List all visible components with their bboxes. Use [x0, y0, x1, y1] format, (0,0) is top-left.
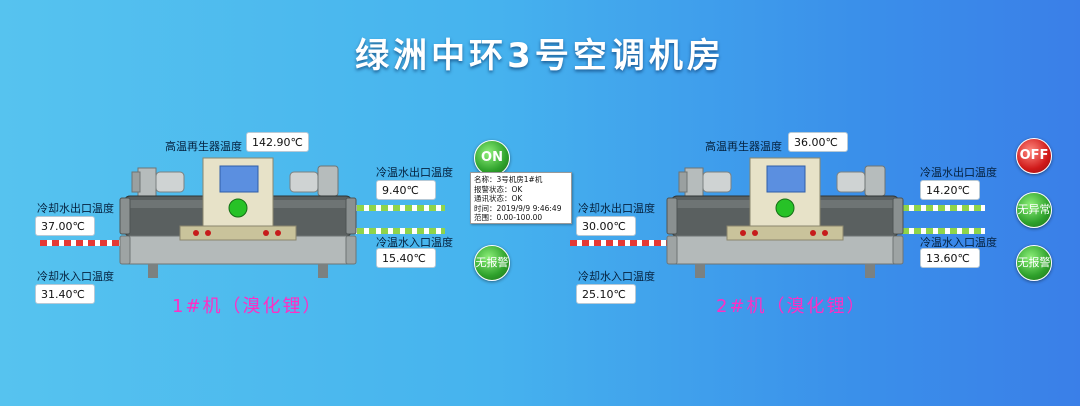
alarm-ok-indicator-icon[interactable]: 无报警	[1016, 245, 1052, 281]
chilled-water-in-pipe	[345, 228, 445, 234]
chiller-unit-2-panel: 高温再生器温度 36.00℃ 冷温水出口温度 14.20℃ 冷温水入口温度 13…	[540, 0, 1060, 406]
tooltip-comm-line: 通讯状态：OK	[474, 194, 523, 203]
generator-temp-label: 高温再生器温度	[705, 140, 782, 153]
chilled-water-in-label: 冷温水入口温度	[376, 236, 453, 249]
cooling-water-in-value: 31.40℃	[35, 284, 95, 304]
tooltip-range-line: 范围：0.00-100.00	[474, 213, 543, 222]
cooling-water-out-label: 冷却水出口温度	[578, 202, 655, 215]
cooling-water-out-value: 37.00℃	[35, 216, 95, 236]
chiller-unit-1-panel: 高温再生器温度 142.90℃ 冷温水出口温度 9.40℃ 冷温水入口温度 15…	[0, 0, 520, 406]
generator-temp-value: 36.00℃	[788, 132, 848, 152]
chilled-water-out-value: 9.40℃	[376, 180, 436, 200]
chilled-water-out-label: 冷温水出口温度	[376, 166, 453, 179]
cooling-water-out-label: 冷却水出口温度	[37, 202, 114, 215]
cooling-water-out-value: 30.00℃	[576, 216, 636, 236]
chilled-water-in-label: 冷温水入口温度	[920, 236, 997, 249]
unit-name-label: 1#机（溴化锂）	[172, 296, 323, 317]
chilled-water-in-value: 15.40℃	[376, 248, 436, 268]
chilled-water-out-label: 冷温水出口温度	[920, 166, 997, 179]
off-indicator-icon[interactable]: OFF	[1016, 138, 1052, 174]
unit-name-label: 2#机（溴化锂）	[716, 296, 867, 317]
cooling-water-pipe-left	[40, 240, 140, 246]
chilled-water-in-value: 13.60℃	[920, 248, 980, 268]
cooling-water-pipe-left	[570, 240, 680, 246]
chilled-water-out-pipe	[890, 205, 985, 211]
page-title: 绿洲中环3号空调机房	[355, 36, 725, 76]
cooling-water-in-label: 冷却水入口温度	[578, 270, 655, 283]
tooltip-name-line: 名称：3号机房1#机	[474, 175, 543, 184]
chilled-water-out-value: 14.20℃	[920, 180, 980, 200]
info-tooltip: 名称：3号机房1#机 报警状态：OK 通讯状态：OK 时间：2019/9/9 9…	[470, 172, 572, 224]
chiller-machine-graphic[interactable]	[118, 150, 358, 280]
generator-temp-value: 142.90℃	[246, 132, 309, 152]
chilled-water-in-pipe	[890, 228, 985, 234]
no-fault-indicator-icon[interactable]: 无异常	[1016, 192, 1052, 228]
tooltip-alarm-line: 报警状态：OK	[474, 184, 523, 194]
chilled-water-out-pipe	[345, 205, 445, 211]
on-indicator-icon[interactable]: ON	[474, 140, 510, 176]
alarm-ok-indicator-icon[interactable]: 无报警	[474, 245, 510, 281]
cooling-water-in-label: 冷却水入口温度	[37, 270, 114, 283]
generator-temp-label: 高温再生器温度	[165, 140, 242, 153]
tooltip-time-line: 时间：2019/9/9 9:46:49	[474, 203, 562, 213]
chiller-machine-graphic[interactable]	[665, 150, 905, 280]
cooling-water-in-value: 25.10℃	[576, 284, 636, 304]
